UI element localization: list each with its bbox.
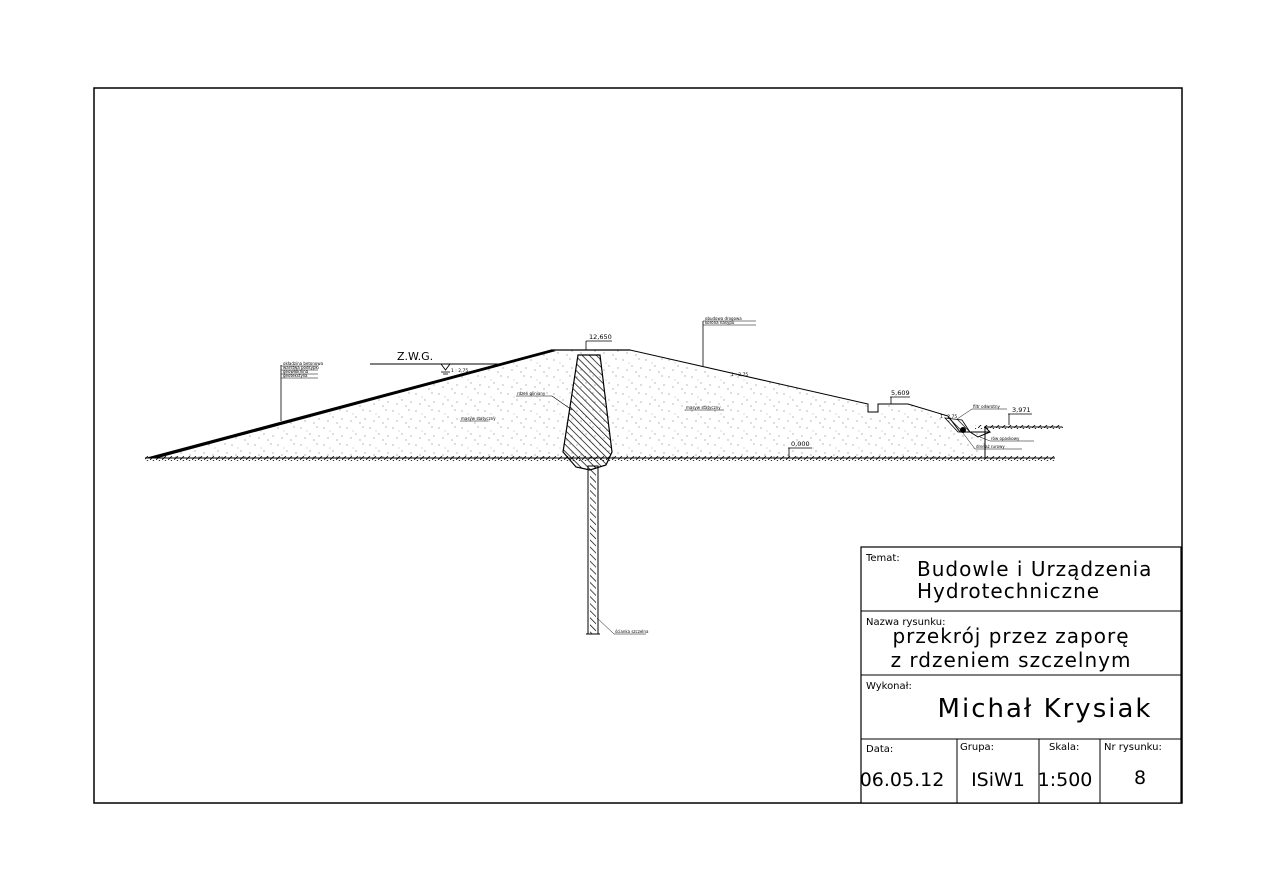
cutoff-callout: ścianka szczelna — [596, 617, 649, 635]
slope-upstream-label: 1 : 2,75 — [451, 368, 468, 374]
group-value: ISiW1 — [971, 769, 1025, 791]
cutoff-label: ścianka szczelna — [615, 629, 649, 634]
date-label: Data: — [866, 744, 893, 755]
fill-right-label: masyw statyczny — [686, 405, 721, 410]
fill-left-label: masyw statyczny — [461, 416, 496, 421]
lining-layer-3: geowłóknina — [283, 369, 309, 374]
author-label: Wykonał: — [866, 681, 912, 692]
ground-elevation-marker: 0,000 — [788, 440, 812, 458]
drain-callout: drenaż rurowy — [962, 432, 1022, 450]
drawing-number-value: 8 — [1134, 767, 1146, 789]
lining-callout: okładzina betonowa warstwa podsypki geow… — [280, 361, 324, 421]
crest-road-callout: obudowa drogowa korona nasypu — [702, 316, 756, 366]
berm-elevation-marker: 5,609 — [890, 389, 910, 404]
crest-elevation-marker: 12,650 — [585, 333, 612, 350]
crest-road-label-2: korona nasypu — [705, 320, 735, 325]
drawing-name-line-1: przekrój przez zaporę — [892, 624, 1129, 648]
topic-line-2: Hydrotechniczne — [917, 579, 1100, 603]
scale-value: 1:500 — [1038, 769, 1093, 791]
lining-layer-2: warstwa podsypki — [283, 365, 319, 370]
group-label: Grupa: — [960, 742, 994, 753]
drawing-name-label: Nazwa rysunku: — [866, 617, 945, 628]
drawing-name-line-2: z rdzeniem szczelnym — [891, 648, 1132, 672]
lining-layer-4: geotekstylia — [283, 373, 308, 378]
slope-downstream-label: 1 : 2,75 — [731, 372, 748, 378]
ditch-callout: rów opaskowy — [979, 436, 1034, 442]
berm-elevation: 5,609 — [891, 389, 910, 397]
fill-right-callout: masyw statyczny — [685, 405, 724, 411]
crest-elevation: 12,650 — [589, 333, 612, 341]
drawing-number-label: Nr rysunku: — [1104, 742, 1162, 753]
tail-elevation: 3,971 — [1012, 406, 1031, 414]
ditch-label: rów opaskowy — [991, 436, 1020, 441]
slope-drain-label: 1 : 2,75 — [940, 414, 957, 420]
title-block: Temat: Budowle i Urządzenia Hydrotechnic… — [860, 546, 1182, 804]
sheet-border — [93, 87, 1183, 804]
water-level-marker: Z.W.G. 1 : 2,75 — [370, 350, 500, 375]
upstream-lining — [147, 350, 556, 458]
core-callout: rdzeń gliniany — [516, 391, 573, 411]
fill-left-callout: masyw statyczny — [460, 416, 496, 422]
drainage-filter — [943, 417, 991, 438]
lining-layer-1: okładzina betonowa — [283, 361, 324, 366]
zwg-label: Z.W.G. — [397, 350, 433, 363]
crest-road-label-1: obudowa drogowa — [705, 316, 742, 321]
date-value: 06.05.12 — [860, 769, 945, 791]
cutoff-wall — [586, 465, 600, 635]
filter-callout: filtr odwrotny — [956, 404, 1007, 420]
tail-elevation-marker: 3,971 — [1008, 406, 1032, 425]
core-label: rdzeń gliniany — [517, 391, 546, 396]
drain-label: drenaż rurowy — [976, 444, 1005, 449]
filter-label: filtr odwrotny — [973, 404, 1000, 409]
scale-label: Skala: — [1049, 742, 1079, 753]
ground-elevation: 0,000 — [791, 440, 810, 448]
author-name: Michał Krysiak — [938, 694, 1153, 724]
topic-line-1: Budowle i Urządzenia — [917, 557, 1152, 581]
topic-label: Temat: — [865, 553, 900, 564]
dam-embankment — [146, 349, 992, 459]
